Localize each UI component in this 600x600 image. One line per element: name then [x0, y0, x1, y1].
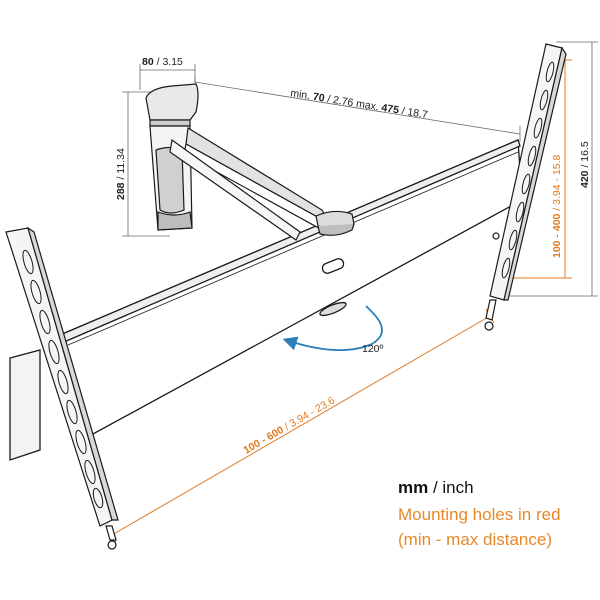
arm-width-label: 80 / 3.15 [142, 56, 183, 68]
right-rail [484, 43, 567, 331]
units-legend: mm / inch [398, 478, 598, 498]
min-max-legend: (min - max distance) [398, 530, 552, 549]
units-mm: mm [398, 478, 429, 497]
dimension-lines [122, 41, 598, 297]
mounting-holes-legend: Mounting holes in red [398, 505, 561, 524]
plate-height-label: 420 / 16.5 [579, 141, 591, 188]
rotation-label: 120º [362, 343, 384, 355]
horizontal-holes-label: 100 - 600 / 3.94 - 23.6 [242, 394, 338, 456]
arm-height-label: 288 / 11.34 [115, 148, 127, 200]
vertical-holes-label: 100 - 400 / 3.94 - 15.8 [551, 155, 563, 258]
extension-label: min. 70 / 2.76 max. 475 / 18.7 [290, 87, 429, 121]
rotation-arrow [282, 311, 383, 351]
wall-bracket [145, 83, 199, 231]
left-rail [5, 226, 119, 550]
swing-arm [169, 127, 355, 241]
units-inch: / inch [428, 478, 474, 497]
rotation-arrow-tail [365, 305, 373, 313]
